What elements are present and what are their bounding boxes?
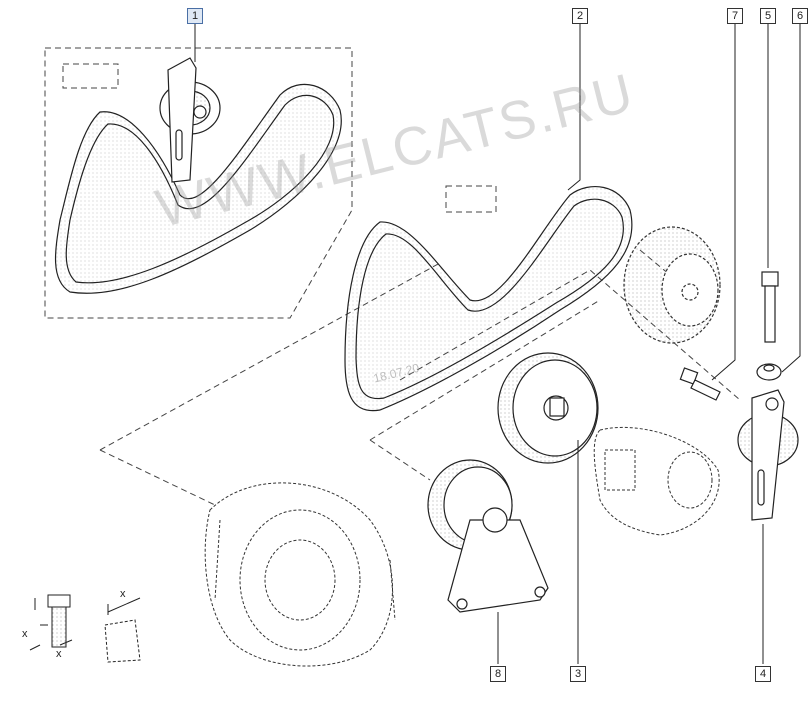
idler-pulley: [427, 459, 549, 613]
bolt-7: [679, 367, 721, 401]
callout-7[interactable]: 7: [727, 8, 743, 24]
crankshaft-pulley: [623, 226, 721, 344]
bolt-5: [761, 271, 779, 343]
callout-6[interactable]: 6: [792, 8, 808, 24]
leader-lines: [194, 22, 801, 664]
inset-belt: [55, 83, 342, 294]
dimension-label: x: [56, 648, 62, 660]
callout-5[interactable]: 5: [760, 8, 776, 24]
callout-2[interactable]: 2: [572, 8, 588, 24]
callout-1[interactable]: 1: [187, 8, 203, 24]
power-steering-pump: [593, 426, 720, 536]
inset-frame: [44, 47, 353, 319]
inset-tensioner: [159, 57, 221, 183]
callout-8[interactable]: 8: [490, 666, 506, 682]
alternator: [204, 482, 396, 667]
dimension-label: x: [120, 588, 126, 600]
tensioner-bracket: [737, 389, 799, 521]
dimension-label: x: [22, 628, 28, 640]
callout-3[interactable]: 3: [570, 666, 586, 682]
main-belt: [344, 186, 633, 412]
power-steering-pulley: [497, 352, 599, 464]
dimension-key: [29, 594, 141, 663]
callout-4[interactable]: 4: [755, 666, 771, 682]
nut-6: [756, 363, 782, 381]
